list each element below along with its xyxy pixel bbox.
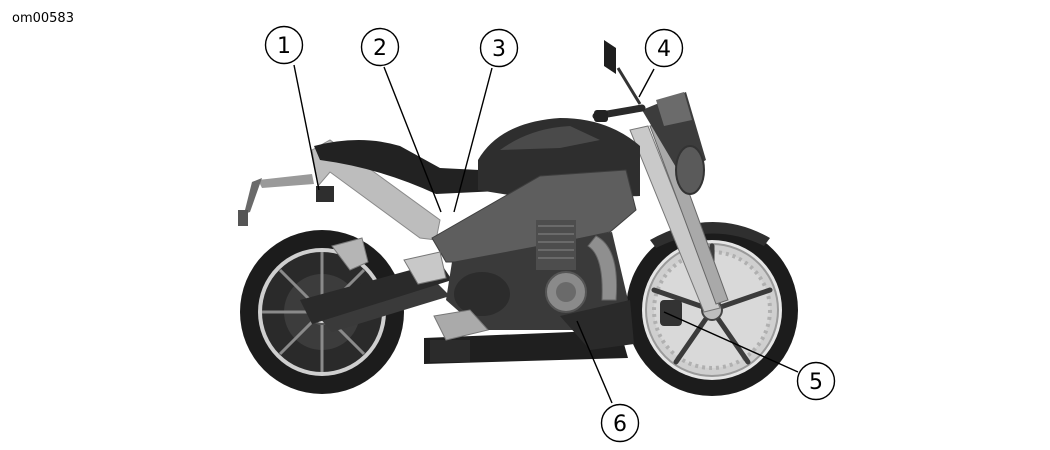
callout-3: 3 xyxy=(479,28,519,68)
leader-line-5 xyxy=(663,311,799,373)
leader-line-6 xyxy=(576,320,613,404)
callout-6-label: 6 xyxy=(613,412,627,437)
callout-1: 1 xyxy=(264,25,304,65)
leader-line-2 xyxy=(383,66,442,213)
headlight xyxy=(675,145,705,195)
leader-lines xyxy=(293,64,799,404)
callout-2-label: 2 xyxy=(373,36,387,61)
footpeg-brackets xyxy=(331,237,489,341)
callout-4: 4 xyxy=(644,28,684,68)
chin-fairing xyxy=(560,300,634,350)
callout-2: 2 xyxy=(360,27,400,67)
callout-6: 6 xyxy=(600,403,640,443)
motorcycle-illustration xyxy=(238,40,798,396)
engine xyxy=(446,220,628,330)
leader-line-4 xyxy=(638,68,655,98)
callout-4-label: 4 xyxy=(657,37,671,62)
callout-3-label: 3 xyxy=(492,37,506,62)
tail-bracket xyxy=(238,174,334,226)
callout-5: 5 xyxy=(796,361,836,401)
exhaust-header xyxy=(587,235,618,301)
callout-5-label: 5 xyxy=(809,370,823,395)
seat xyxy=(314,140,520,194)
leader-line-1 xyxy=(293,64,320,191)
handlebar xyxy=(592,40,646,122)
callout-1-label: 1 xyxy=(277,34,291,59)
figure-id: om00583 xyxy=(12,11,74,26)
front-wheel xyxy=(626,224,798,396)
leader-line-3 xyxy=(453,67,493,213)
muffler xyxy=(424,330,628,364)
main-frame xyxy=(431,169,637,263)
